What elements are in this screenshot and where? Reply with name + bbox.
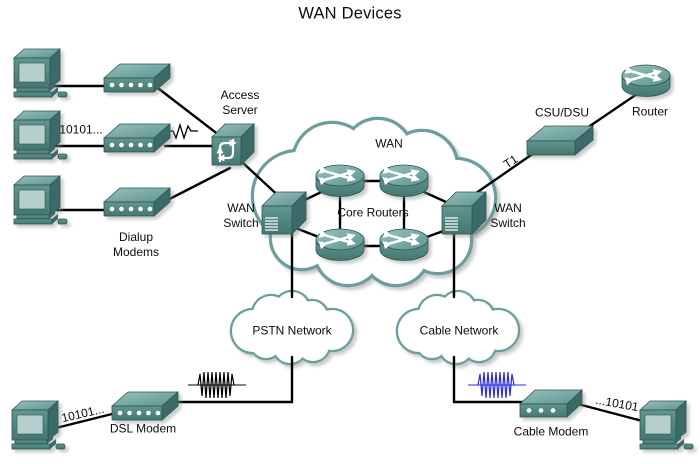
cable-modem-icon <box>519 389 583 418</box>
wan-switch-label-left: WAN Switch <box>223 201 259 230</box>
core-routers-label: Core Routers <box>337 205 409 220</box>
cable-modem-label: Cable Modem <box>513 424 589 439</box>
wan-cloud-label: WAN <box>375 136 403 151</box>
dialup-modems-label: Dialup Modems <box>112 230 159 259</box>
dsl-modem-label: DSL Modem <box>109 421 177 436</box>
dialup-modem-icon-2 <box>103 123 171 153</box>
dsl-modem-icon <box>111 391 179 421</box>
pstn-network-label: PSTN Network <box>252 323 332 338</box>
access-server-label: Access Server <box>220 88 260 117</box>
wan-switch-label-right: WAN Switch <box>490 201 526 230</box>
access-server-icon <box>212 124 254 165</box>
router-label: Router <box>631 104 669 119</box>
core-router-icon-1 <box>316 165 364 197</box>
computer-icon-1 <box>13 48 68 98</box>
core-router-icon-4 <box>380 229 428 261</box>
edge-router-icon <box>622 65 670 97</box>
computer-icon-dsl <box>11 400 66 450</box>
serial-link-icon <box>166 122 198 141</box>
dialup-modem-icon-1 <box>103 63 171 93</box>
dialup-modem-icon-3 <box>103 187 171 217</box>
cable-network-label: Cable Network <box>419 323 499 338</box>
csu-dsu-label: CSU/DSU <box>534 105 590 120</box>
page-title: WAN Devices <box>298 4 402 23</box>
computer-icon-cable <box>639 400 694 450</box>
core-router-icon-2 <box>380 165 428 197</box>
computer-icon-3 <box>13 175 68 225</box>
csu-dsu-icon <box>526 125 594 156</box>
bits-label-dialup: 10101... <box>59 122 103 137</box>
core-router-icon-3 <box>316 229 364 261</box>
cable-waveform-icon <box>467 371 527 399</box>
dsl-waveform-icon <box>187 371 247 399</box>
